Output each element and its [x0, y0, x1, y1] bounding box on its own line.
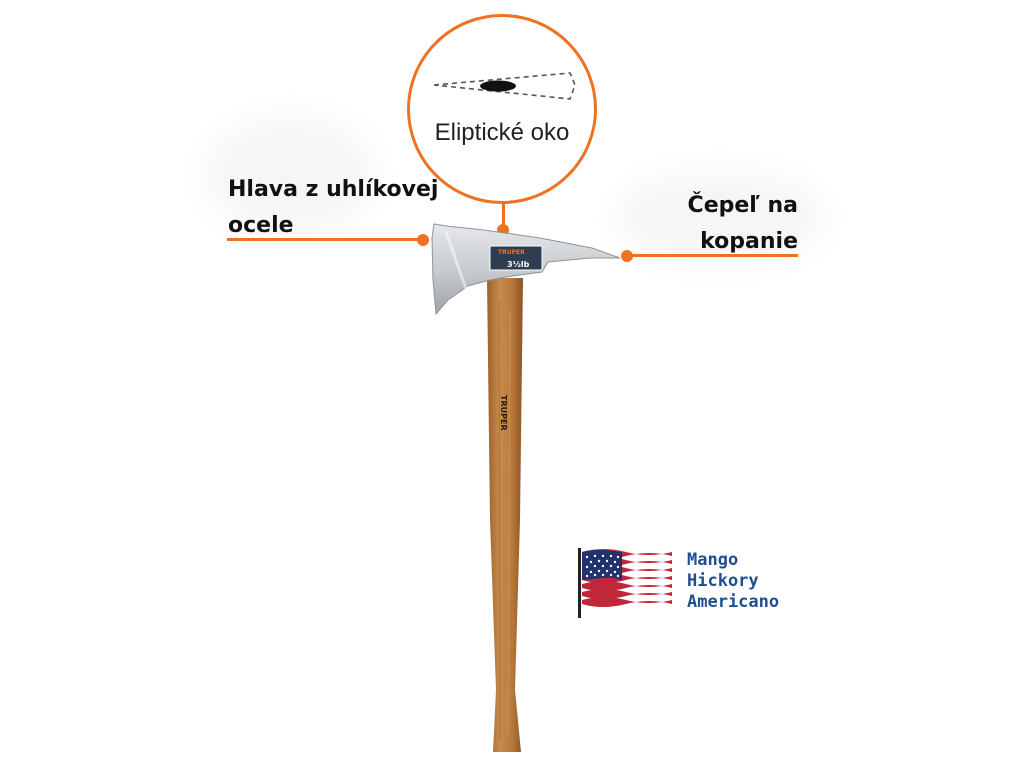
blade-callout-line — [630, 254, 798, 257]
head-brand-text: TRUPER — [498, 249, 525, 256]
head-callout-dot — [417, 234, 429, 246]
head-callout-line — [227, 238, 423, 241]
blade-label-line2: kopanie — [700, 229, 798, 254]
handle-brand-text: TRUPER — [499, 395, 508, 431]
head-sticker — [489, 245, 543, 271]
eye-label: Eliptické oko — [434, 119, 570, 146]
blade-label-glow — [615, 170, 825, 265]
head-size-text: 3½lb — [507, 259, 530, 269]
us-flag-icon — [578, 548, 672, 618]
origin-line-1: Mango — [687, 550, 739, 570]
head-label-line1: Hlava z uhlíkovej — [228, 177, 439, 202]
origin-badge-text: Mango Hickory Americano — [687, 550, 779, 613]
blade-callout-dot — [621, 250, 633, 262]
eye-detail-circle: Eliptické oko — [407, 14, 597, 204]
blade-label-line1: Čepeľ na — [687, 193, 798, 218]
head-label-line2: ocele — [228, 213, 294, 238]
origin-line-3: Americano — [687, 592, 780, 612]
blade-label: Čepeľ na kopanie — [630, 188, 798, 260]
head-material-label: Hlava z uhlíkovej ocele — [228, 172, 438, 244]
eye-callout-stem — [502, 204, 505, 228]
hickory-handle — [487, 278, 523, 752]
head-label-glow — [205, 115, 375, 235]
elliptical-eye-icon — [433, 72, 576, 100]
origin-line-2: Hickory — [687, 571, 759, 591]
